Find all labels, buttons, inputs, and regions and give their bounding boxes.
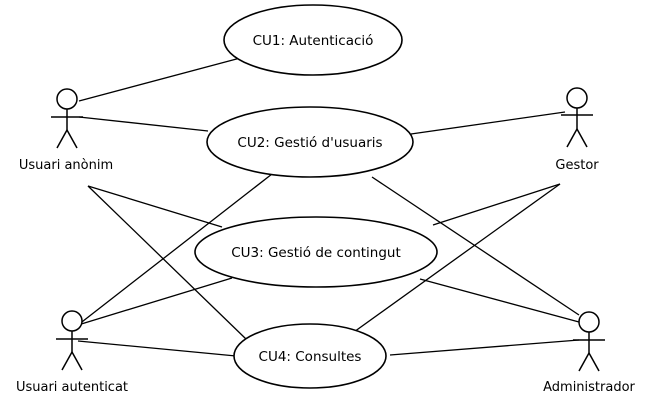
link-anonim-cu4 [87, 185, 247, 340]
link-anonim-cu1 [78, 56, 245, 102]
link-anonim-cu2 [78, 116, 209, 132]
link-anonim-cu3 [87, 185, 223, 228]
link-autenticat-cu3 [77, 277, 233, 326]
actor-administrador: Administrador [543, 311, 636, 395]
use-case-cu2-ellipse [206, 106, 414, 178]
link-autenticat-cu2 [77, 173, 273, 326]
link-autenticat-cu4 [77, 340, 237, 357]
link-gestor-cu2 [410, 111, 566, 135]
link-admin-cu2 [371, 176, 580, 316]
use-case-cu4-ellipse [233, 323, 387, 389]
actor-gestor-label: Gestor [555, 158, 599, 173]
actor-administrador-label: Administrador [543, 380, 635, 395]
actor-usuari-autenticat-label: Usuari autenticat [16, 380, 128, 395]
actor-usuari-autenticat: Usuari autenticat [16, 310, 128, 395]
actor-gestor: Gestor [555, 87, 599, 173]
stick-figure-icon [573, 311, 605, 372]
use-case-cu1-label: CU1: Autenticació [253, 33, 374, 49]
associations [77, 56, 580, 357]
actor-usuari-anonim: Usuari anònim [19, 88, 113, 173]
use-case-cu3-ellipse [194, 216, 438, 288]
use-case-cu4-label: CU4: Consultes [259, 349, 362, 365]
link-admin-cu4 [389, 339, 580, 356]
use-case-cu1: CU1: Autenticació [223, 4, 403, 76]
actor-usuari-anonim-label: Usuari anònim [19, 158, 113, 173]
use-case-cu4: CU4: Consultes [233, 323, 387, 389]
link-gestor-cu4 [339, 183, 561, 343]
link-admin-cu3 [419, 278, 580, 323]
link-gestor-cu3 [432, 183, 561, 226]
stick-figure-icon [51, 88, 83, 149]
use-case-cu2: CU2: Gestió d'usuaris [206, 106, 414, 178]
use-case-cu1-ellipse [223, 4, 403, 76]
use-case-cu3-label: CU3: Gestió de contingut [231, 245, 401, 261]
use-case-cu3: CU3: Gestió de contingut [194, 216, 438, 288]
use-case-cu2-label: CU2: Gestió d'usuaris [237, 135, 382, 151]
stick-figure-icon [561, 87, 593, 148]
stick-figure-icon [56, 310, 88, 371]
